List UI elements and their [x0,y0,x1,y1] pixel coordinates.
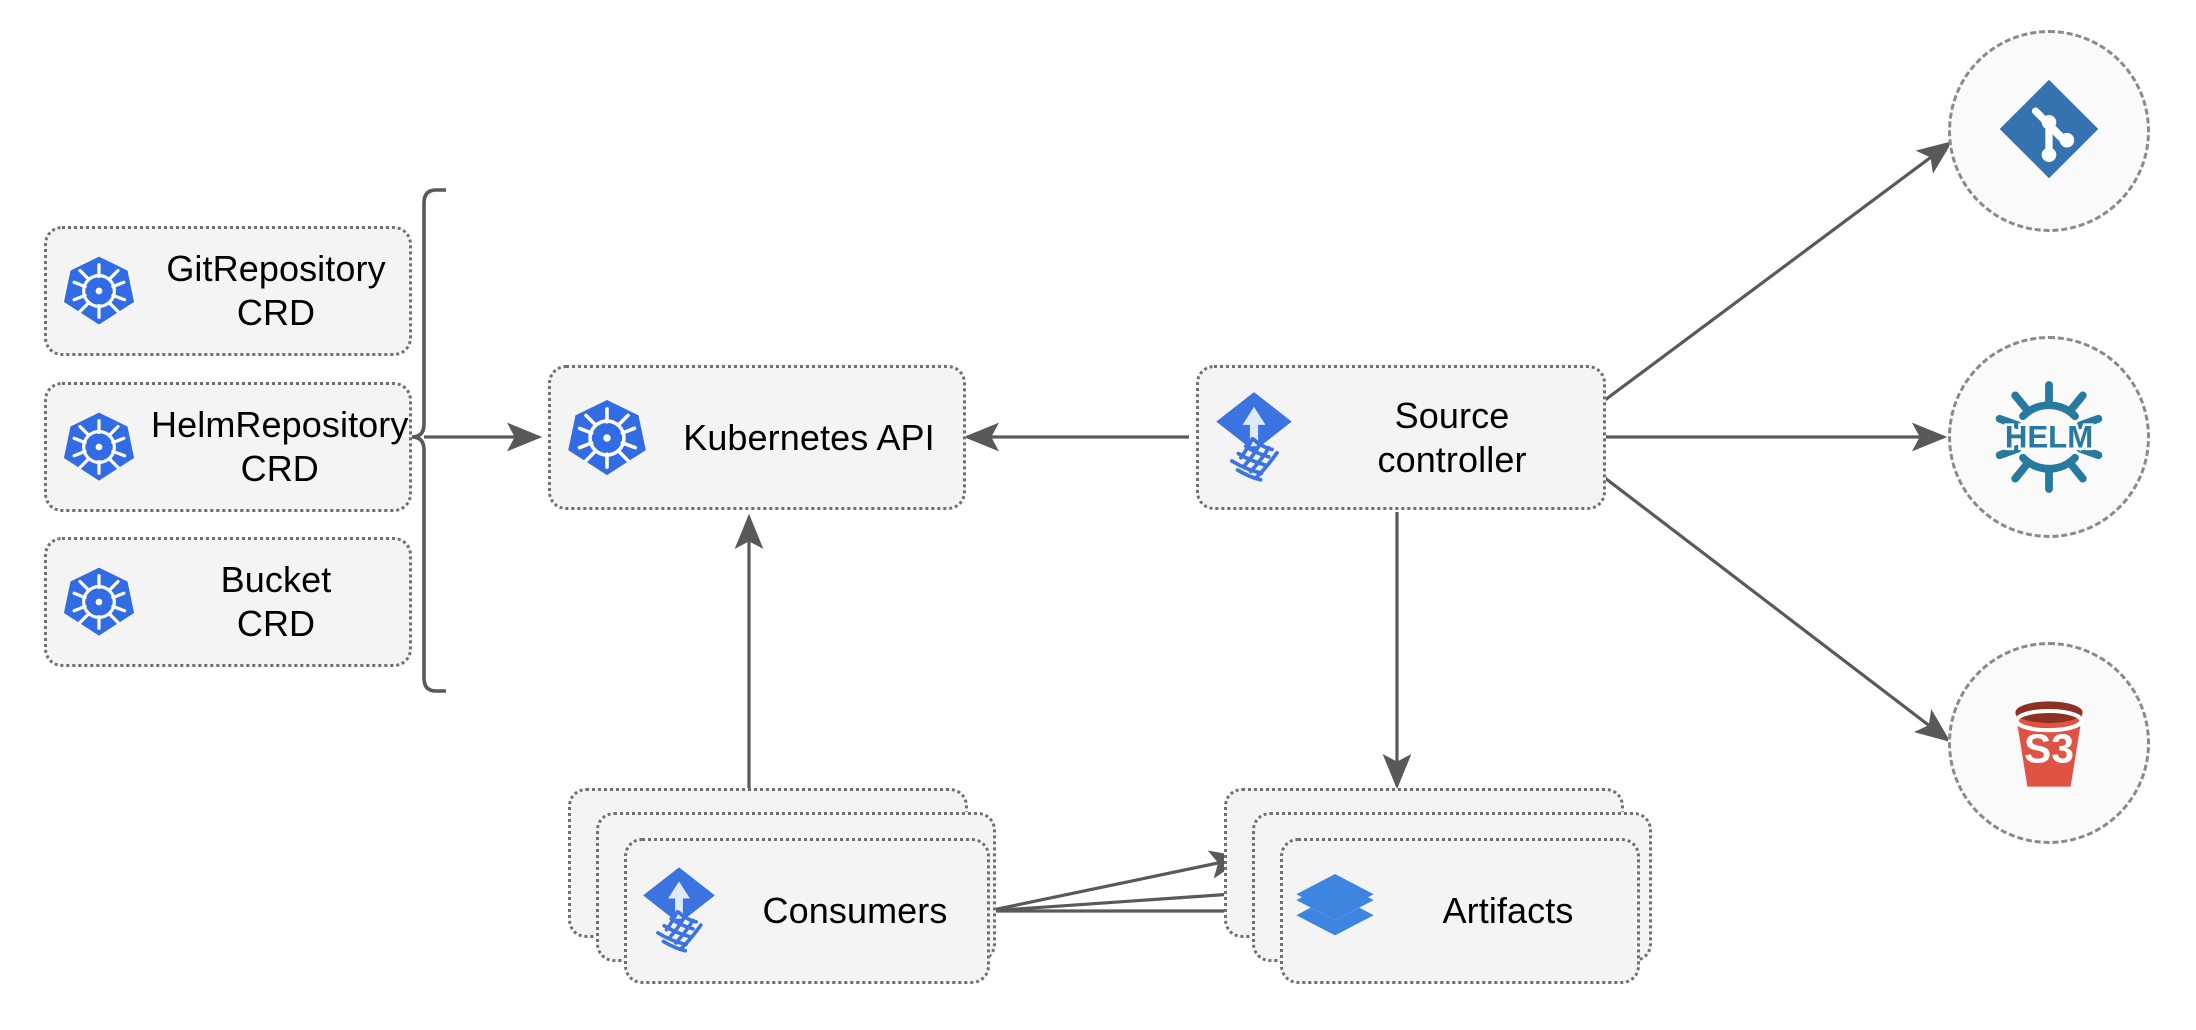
node-label: Source controller [1377,394,1527,480]
crd-label: HelmRepository CRD [151,404,409,489]
node-artifacts[interactable]: Artifacts [1280,838,1640,984]
crd-bracket [411,188,446,693]
flux-icon [1199,388,1309,488]
crd-label: Bucket CRD [220,559,332,644]
source-circle-helm[interactable]: HELM [1948,336,2150,538]
edge-consumers-to-artifacts-1 [987,850,1246,913]
kubernetes-icon [551,396,663,480]
crd-box-gitrepository[interactable]: GitRepository CRD [44,226,412,356]
kubernetes-icon [47,409,151,485]
node-label: Artifacts [1442,890,1574,932]
kubernetes-icon [47,564,151,640]
crd-box-bucket[interactable]: Bucket CRD [44,537,412,667]
node-kubernetes-api[interactable]: Kubernetes API [548,365,966,510]
crd-box-helmrepository[interactable]: HelmRepository CRD [44,382,412,512]
source-circle-s3[interactable]: S3 [1948,642,2150,844]
flux-icon [627,863,731,959]
helm-wordmark: HELM [2005,419,2093,454]
node-consumers[interactable]: Consumers [624,838,990,984]
s3-wordmark: S3 [2024,725,2074,771]
helm-icon: HELM [1984,372,2114,502]
node-label: Consumers [762,890,948,932]
edge-source-to-git [1604,141,1953,402]
node-source-controller[interactable]: Source controller [1196,365,1606,510]
s3-bucket-icon: S3 [1989,681,2109,806]
edge-source-to-s3 [1604,476,1951,742]
source-circle-git[interactable] [1948,30,2150,232]
kubernetes-icon [47,253,151,329]
node-label: Kubernetes API [683,416,935,458]
layers-icon [1283,869,1387,953]
git-icon [1993,73,2105,190]
crd-label: GitRepository CRD [166,248,386,333]
